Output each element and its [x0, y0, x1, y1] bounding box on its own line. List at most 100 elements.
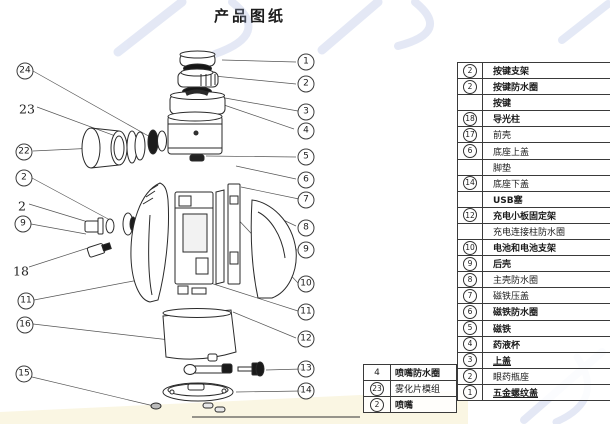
part-label: 充电小板固定架: [482, 206, 610, 224]
part-number-cell: [457, 190, 483, 208]
part-number-cell: 14: [457, 174, 483, 192]
part-number-cell: 6: [457, 303, 483, 321]
circled-number: 16: [16, 316, 34, 334]
part-label: 雾化片模组: [390, 380, 457, 398]
part-number-cell: [457, 158, 483, 176]
circled-number: 2: [463, 63, 477, 78]
plain-number: 2: [18, 198, 26, 214]
circled-number: 2: [463, 79, 477, 94]
circled-number: 11: [297, 303, 315, 321]
part-eye-cup: [81, 127, 128, 169]
part-label: 磁铁防水圈: [482, 303, 610, 321]
part-base-upper-cover: [162, 308, 237, 360]
parts-table-row: 8 主壳防水圈: [457, 271, 610, 289]
blue-watermark: [113, 0, 610, 424]
part-label: 按键防水圈: [482, 78, 610, 96]
circled-number: 9: [297, 241, 315, 259]
part-number-cell: 23: [363, 380, 391, 398]
callout-right-7: 7: [297, 191, 315, 209]
part-label: 脚垫: [482, 158, 610, 176]
part-label: 药液杯: [482, 335, 610, 353]
part-label: 主壳防水圈: [482, 271, 610, 289]
circled-number: 14: [463, 176, 477, 191]
part-label: 上盖: [482, 351, 610, 369]
parts-table-row: 脚垫: [457, 158, 610, 176]
circled-number: 5: [463, 321, 477, 336]
part-number-cell: 2: [363, 396, 391, 414]
part-label: 充电连接柱防水圈: [482, 222, 610, 241]
callout-right-10: 10: [297, 275, 315, 293]
part-button-set: [84, 217, 115, 235]
callout-right-4: 4: [297, 122, 315, 140]
circled-number: 13: [297, 360, 315, 378]
circled-number: 3: [297, 103, 315, 121]
part-screw-13: [237, 361, 265, 377]
parts-table-row: 2 按键防水圈: [457, 78, 610, 96]
parts-table-row: 充电连接柱防水圈: [457, 222, 610, 241]
parts-table-row: 14 底座下盖: [457, 174, 610, 192]
parts-table-row: USB塞: [457, 190, 610, 208]
part-rear-shell: [250, 199, 297, 299]
callout-left-9: 9: [14, 215, 32, 233]
circled-number: 14: [297, 382, 315, 400]
circled-number: 4: [463, 337, 477, 352]
circled-number: 7: [297, 191, 315, 209]
circled-number: 22: [15, 143, 33, 161]
circled-number: 10: [297, 275, 315, 293]
callout-right-11: 11: [297, 303, 315, 321]
part-front-shell: [130, 182, 170, 303]
part-inner-plate: [227, 183, 241, 285]
callout-right-2: 2: [297, 75, 315, 93]
callout-left-11: 11: [17, 292, 35, 310]
part-label: 按键支架: [482, 61, 610, 80]
part-nozzle-rings: [126, 129, 167, 164]
circled-number: 6: [463, 304, 477, 319]
leader-lines: [28, 59, 360, 418]
circled-number: 7: [463, 288, 477, 303]
part-foot-pads: [150, 402, 226, 413]
part-number-cell: 10: [457, 239, 483, 257]
part-label: 导光柱: [482, 110, 610, 128]
callout-right-14: 14: [297, 382, 315, 400]
part-frame: [174, 191, 214, 295]
circled-number: 10: [463, 240, 477, 255]
circled-number: 8: [463, 272, 477, 287]
circled-number: 5: [297, 148, 315, 166]
circled-number: 1: [297, 53, 315, 71]
circled-number: 9: [463, 256, 477, 271]
circled-number: 3: [463, 353, 477, 368]
part-number-cell: [457, 94, 483, 112]
parts-table-row: 按键: [457, 94, 610, 112]
part-label: 按键: [482, 94, 610, 112]
part-number-cell: 4: [457, 335, 483, 353]
callout-right-8: 8: [297, 219, 315, 237]
part-label: 底座下盖: [482, 174, 610, 192]
callout-right-5: 5: [297, 148, 315, 166]
part-charge-connector: [183, 353, 233, 375]
circled-number: 2: [297, 75, 315, 93]
circled-number: 24: [16, 62, 34, 80]
part-number-cell: 2: [457, 78, 483, 96]
part-upper-cover: [169, 89, 226, 115]
circled-number: 2: [15, 169, 33, 187]
callout-left-23: 23: [19, 99, 35, 118]
callout-left-16: 16: [16, 316, 34, 334]
callout-left-18: 18: [13, 261, 29, 280]
part-number-cell: 2: [457, 61, 483, 80]
callout-left-15: 15: [15, 365, 33, 383]
circled-number: 2: [370, 397, 384, 412]
page-title: 产品图纸: [213, 7, 286, 25]
circled-number: 15: [15, 365, 33, 383]
circled-number: 11: [17, 292, 35, 310]
callout-left-2: 2: [18, 196, 26, 215]
